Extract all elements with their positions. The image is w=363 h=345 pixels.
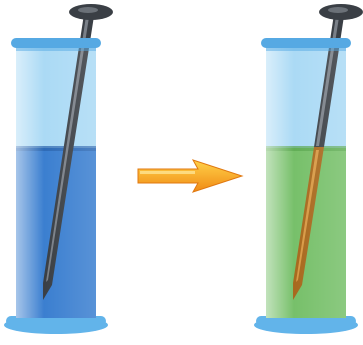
nail-after-head-shine bbox=[328, 7, 348, 13]
tube-after-shine bbox=[266, 45, 346, 318]
tube-after bbox=[254, 4, 363, 334]
arrow-shape bbox=[138, 160, 242, 192]
reaction-arrow bbox=[138, 160, 242, 192]
tube-before bbox=[4, 4, 113, 334]
tube-before-shine bbox=[16, 45, 96, 318]
tube-before-rim-lip bbox=[16, 48, 96, 51]
arrow-shine bbox=[140, 171, 195, 174]
tube-after-rim-lip bbox=[266, 48, 346, 51]
nail-before-head-shine bbox=[78, 7, 98, 13]
tube-after-rim bbox=[261, 38, 351, 48]
tube-before-rim bbox=[11, 38, 101, 48]
